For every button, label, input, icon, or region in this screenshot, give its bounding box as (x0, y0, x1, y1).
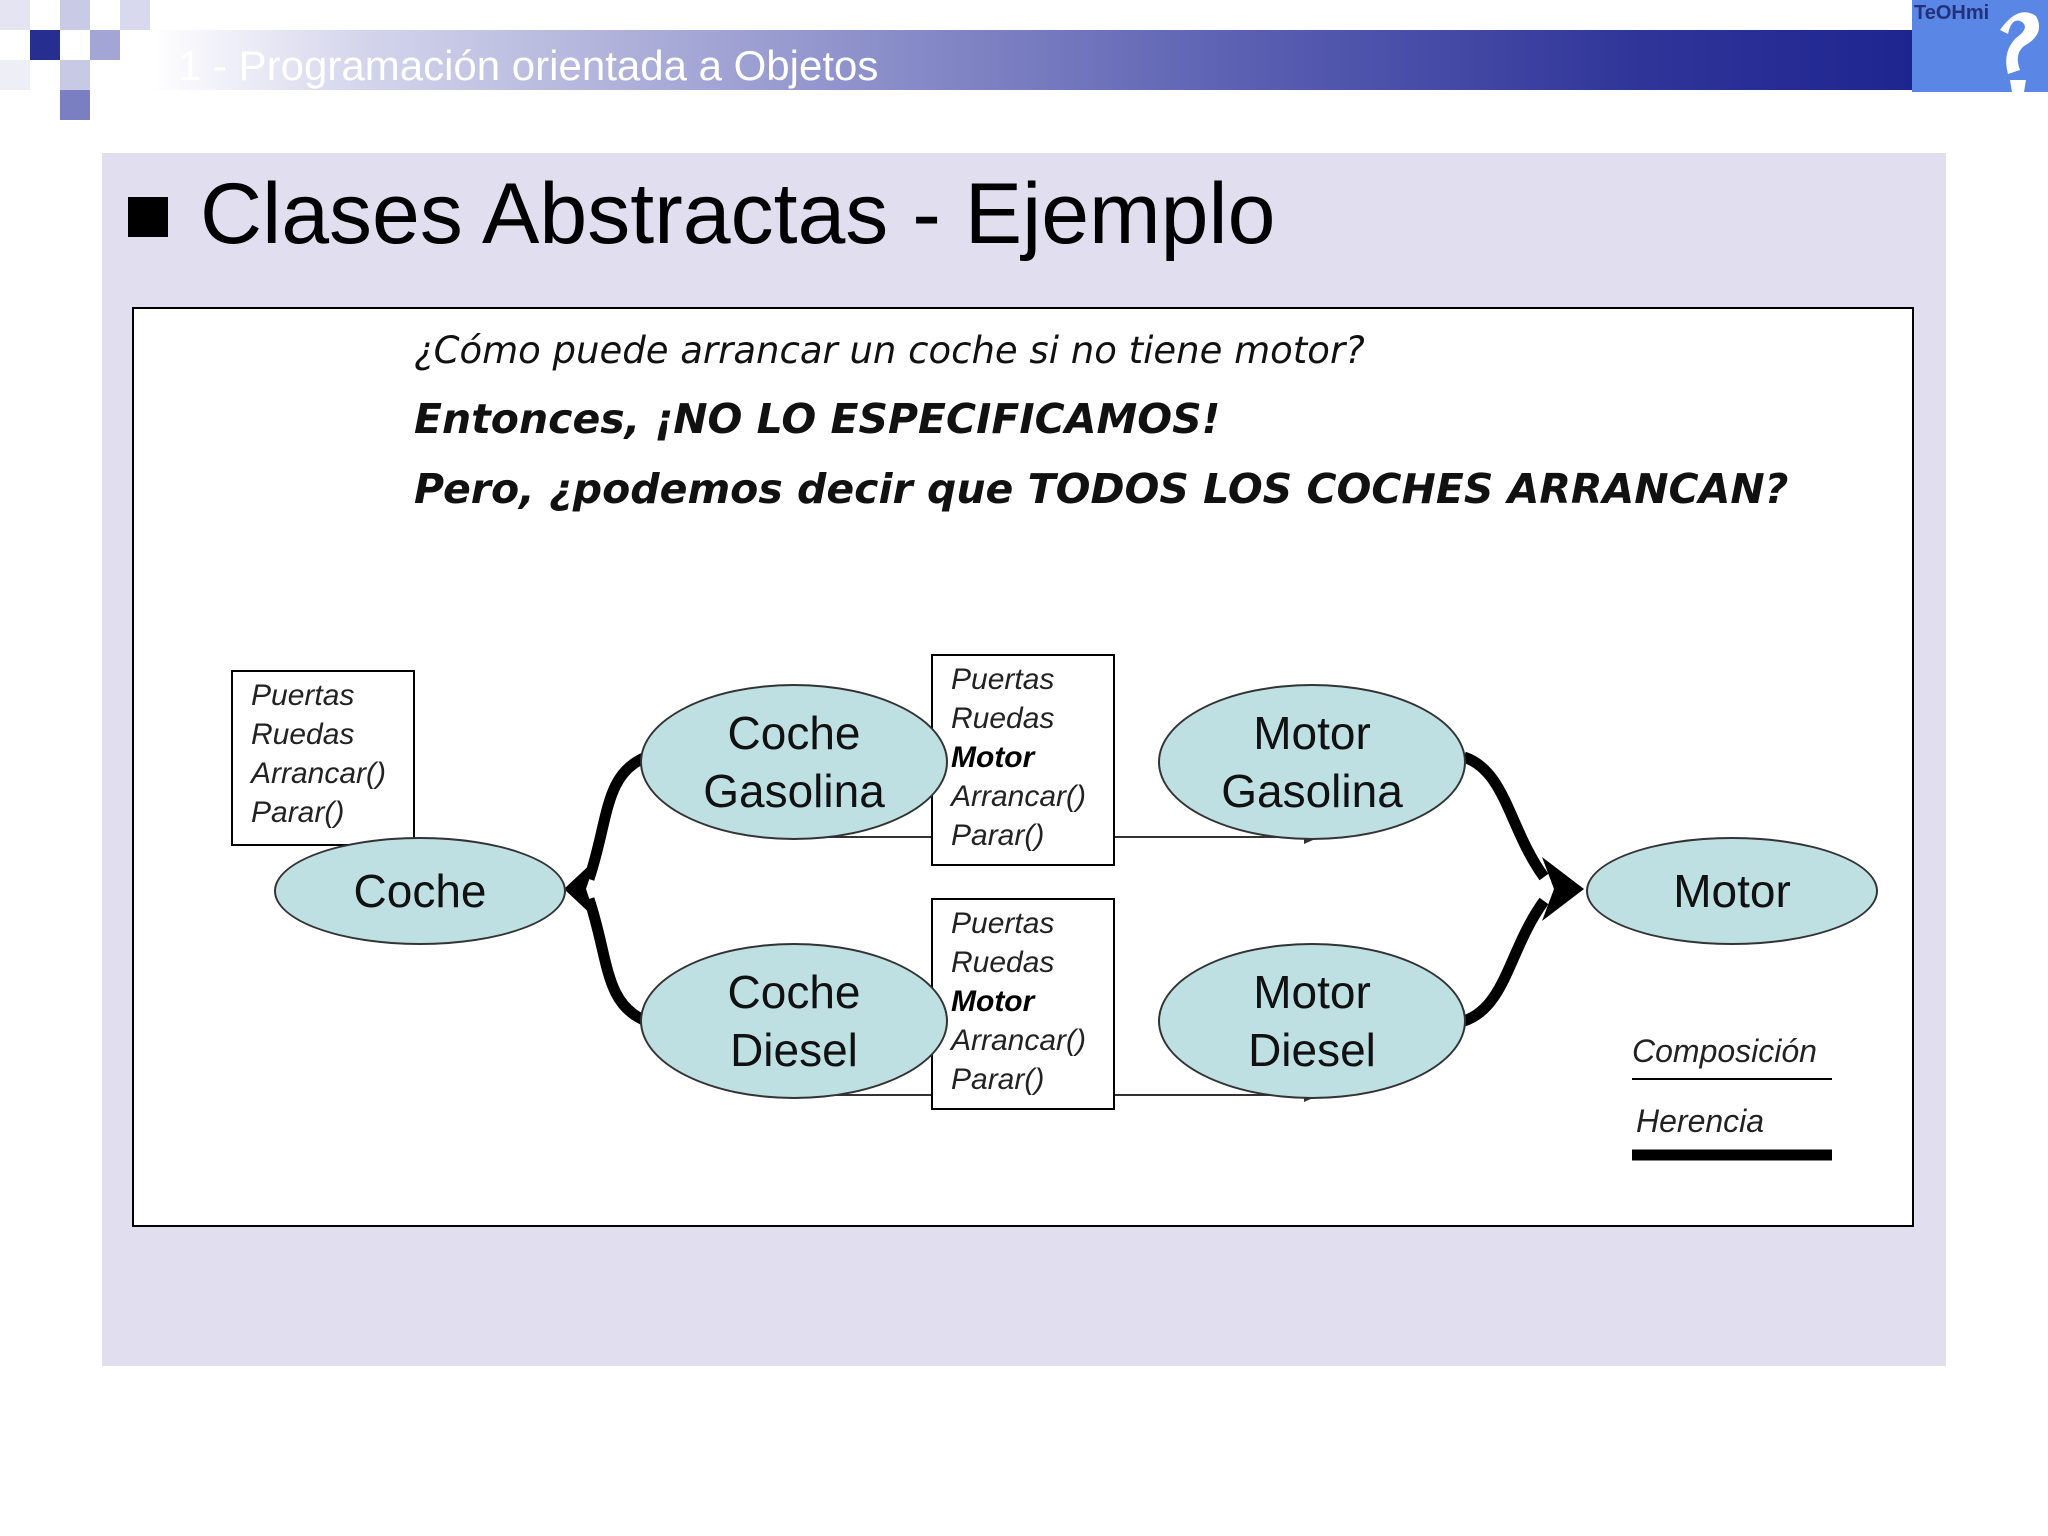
node-coche: Coche (274, 837, 566, 945)
gasolina-attributes-box: Puertas Ruedas Motor Arrancar() Parar() (931, 654, 1115, 866)
coche-attributes-box: Puertas Ruedas Arrancar() Parar() (231, 670, 415, 846)
question-line-1: ¿Cómo puede arrancar un coche si no tien… (414, 329, 1365, 372)
header-bar (150, 30, 1912, 90)
logo-icon (1912, 0, 2048, 100)
header-decoration-square (90, 30, 120, 60)
inheritance-arrowhead-motor (1542, 857, 1584, 921)
diesel-attributes-box: Puertas Ruedas Motor Arrancar() Parar() (931, 898, 1115, 1110)
inheritance-arrow-diesel-motor (1461, 897, 1549, 1027)
diagram-box: ¿Cómo puede arrancar un coche si no tien… (132, 307, 1914, 1227)
inheritance-arrow-gasolina-coche (583, 751, 649, 881)
legend-composition-label: Composición (1632, 1033, 1817, 1069)
inheritance-arrow-gasolina-motor (1461, 751, 1549, 881)
question-line-3: Pero, ¿podemos decir que TODOS LOS COCHE… (414, 465, 1789, 513)
header-decoration-square (0, 0, 30, 30)
header-decoration-square (60, 0, 90, 30)
header-decoration-square (30, 30, 60, 60)
header-title: 1 - Programación orientada a Objetos (178, 42, 879, 89)
node-motor: Motor (1586, 837, 1878, 945)
legend-inheritance-label: Herencia (1636, 1103, 1765, 1139)
header-decoration-square (0, 60, 30, 90)
bullet-square-icon (128, 197, 168, 237)
logo-text: TeOHmi (1914, 2, 1990, 24)
header-decoration-square (60, 60, 90, 90)
header-decoration-square (120, 0, 150, 30)
inheritance-arrow-diesel-coche (583, 897, 649, 1027)
header-decoration-square (60, 90, 90, 120)
slide-title: Clases Abstractas - Ejemplo (200, 166, 1276, 262)
question-line-2: Entonces, ¡NO LO ESPECIFICAMOS! (414, 395, 1221, 443)
inheritance-arrowhead-coche (564, 859, 596, 919)
